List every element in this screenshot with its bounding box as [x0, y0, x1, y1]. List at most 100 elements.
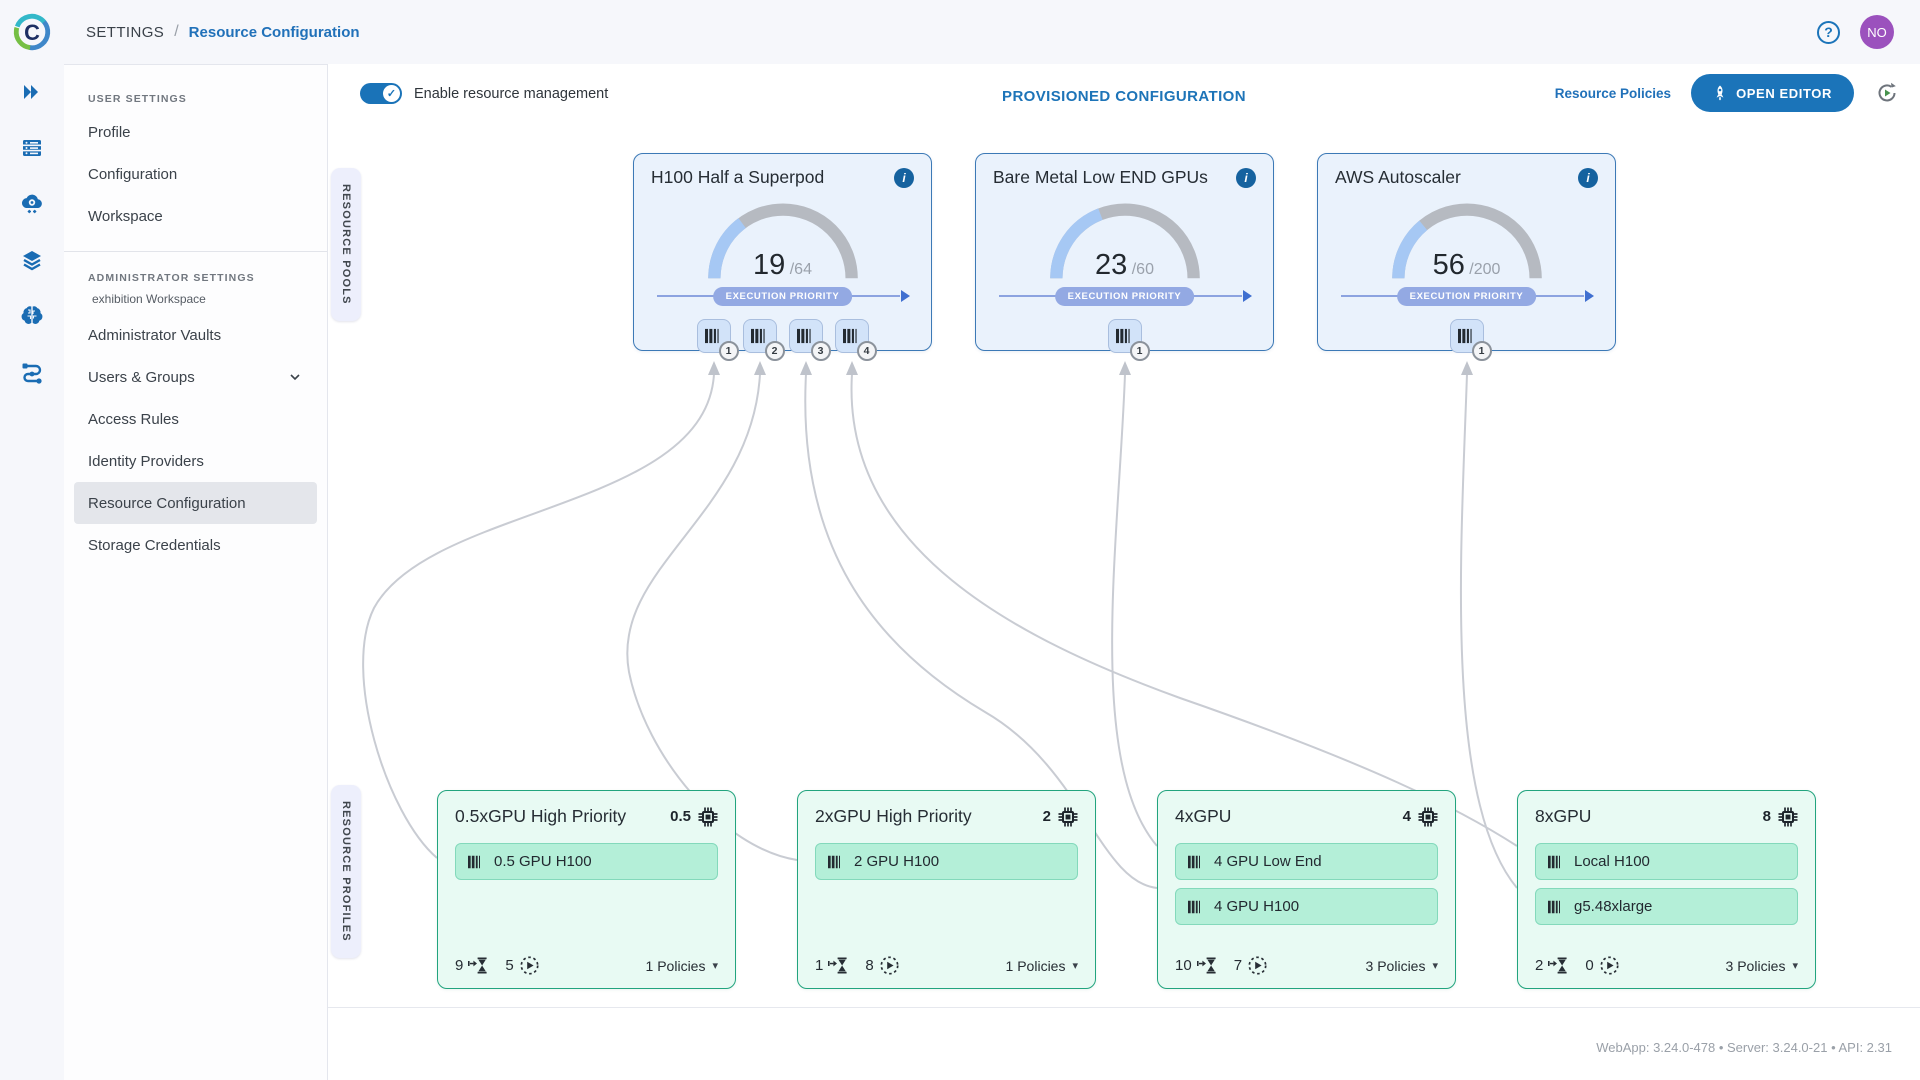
gpu-barcode-icon — [468, 855, 480, 868]
profile-setup-chip[interactable]: g5.48xlarge — [1535, 888, 1798, 925]
pending-count: 10 — [1175, 957, 1192, 974]
rail-item-projects[interactable] — [0, 64, 64, 120]
rail-item-pipelines[interactable] — [0, 344, 64, 400]
execution-priority-axis: EXECUTION PRIORITY — [993, 287, 1256, 306]
pool-queue-chip[interactable]: 4 — [834, 319, 877, 361]
gpu-barcode-icon — [828, 855, 840, 868]
caret-down-icon: ▾ — [712, 960, 718, 972]
auto-refresh-icon[interactable] — [1874, 80, 1900, 106]
help-icon[interactable]: ? — [1817, 20, 1840, 44]
cloud-autoscaler-icon — [21, 194, 42, 214]
sidebar-item-administrator-vaults[interactable]: Administrator Vaults — [74, 314, 317, 356]
pool-queue-chip[interactable]: 1 — [1107, 319, 1150, 361]
double-chevron-icon — [24, 85, 38, 99]
resource-policies-link[interactable]: Resource Policies — [1554, 85, 1672, 101]
pending-jobs-icon — [468, 957, 487, 974]
info-icon[interactable]: i — [1236, 167, 1256, 188]
pool-queue-row: 1 — [1335, 319, 1598, 361]
rocket-icon — [1716, 85, 1724, 101]
pool-queue-chip[interactable]: 2 — [742, 319, 785, 361]
gpu-barcode-icon — [1548, 855, 1560, 868]
pending-count: 9 — [455, 957, 464, 974]
pool-queue-chip[interactable]: 1 — [696, 319, 739, 361]
running-jobs-stat: 8 — [865, 955, 899, 976]
info-icon[interactable]: i — [1578, 167, 1598, 188]
running-jobs-icon — [1248, 956, 1267, 975]
top-bar: C SETTINGS / Resource Configuration ? NO — [0, 0, 1920, 64]
priority-arrow-icon — [901, 290, 910, 302]
gpu-chip-icon — [1058, 807, 1078, 826]
sidebar-item-workspace[interactable]: Workspace — [88, 207, 163, 225]
pool-usage-gauge: 19 /64 — [693, 192, 873, 281]
pool-queue-chip[interactable]: 1 — [1449, 319, 1492, 361]
sidebar-item-resource-configuration[interactable]: Resource Configuration — [74, 482, 317, 524]
stage-separator — [328, 1007, 1920, 1008]
profile-gpu-count-value: 2 — [1042, 808, 1051, 825]
policies-dropdown[interactable]: 3 Policies▾ — [1366, 958, 1438, 974]
policies-dropdown[interactable]: 3 Policies▾ — [1726, 958, 1798, 974]
profile-setup-list: Local H100 g5.48xlarge — [1535, 843, 1798, 925]
svg-text:C: C — [24, 20, 40, 45]
enable-resource-management-toggle[interactable]: ✓ — [360, 83, 402, 104]
sidebar-item-storage-credentials[interactable]: Storage Credentials — [74, 524, 317, 566]
sidebar-item-label: Access Rules — [88, 410, 179, 428]
breadcrumb-settings[interactable]: SETTINGS — [86, 23, 165, 41]
rail-item-datasets[interactable] — [0, 232, 64, 288]
pending-count: 1 — [815, 957, 824, 974]
clearml-logo[interactable]: C — [0, 11, 64, 53]
profile-stats-row: 9 5 1 Policies▾ — [455, 955, 718, 976]
execution-priority-axis: EXECUTION PRIORITY — [1335, 287, 1598, 306]
policies-dropdown[interactable]: 1 Policies▾ — [1006, 958, 1078, 974]
rail-item-workers[interactable] — [0, 120, 64, 176]
profile-setup-chip[interactable]: Local H100 — [1535, 843, 1798, 880]
sidebar-item-profile[interactable]: Profile — [88, 123, 131, 141]
running-jobs-stat: 7 — [1234, 955, 1268, 976]
pool-queue-row: 1 2 3 4 — [651, 319, 914, 361]
layers-icon — [23, 251, 41, 271]
caret-down-icon: ▾ — [1072, 960, 1078, 972]
profile-gpu-count: 4 — [1403, 807, 1438, 827]
sidebar-item-label: Users & Groups — [88, 368, 195, 386]
queue-priority-badge: 3 — [810, 341, 831, 361]
rail-item-models[interactable] — [0, 288, 64, 344]
sidebar-item-access-rules[interactable]: Access Rules — [74, 398, 317, 440]
sidebar-item-identity-providers[interactable]: Identity Providers — [74, 440, 317, 482]
running-count: 8 — [865, 957, 874, 974]
breadcrumb: SETTINGS / Resource Configuration — [86, 23, 360, 41]
user-settings-label: USER SETTINGS — [88, 93, 187, 105]
chevron-down-icon — [287, 369, 303, 385]
profile-setup-chip[interactable]: 0.5 GPU H100 — [455, 843, 718, 880]
policies-dropdown[interactable]: 1 Policies▾ — [646, 958, 718, 974]
profile-setup-chip[interactable]: 2 GPU H100 — [815, 843, 1078, 880]
header-actions: Resource Policies OPEN EDITOR — [1555, 74, 1900, 112]
profile-setup-list: 2 GPU H100 — [815, 843, 1078, 880]
running-count: 5 — [505, 957, 514, 974]
open-editor-button[interactable]: OPEN EDITOR — [1691, 74, 1854, 112]
pending-jobs-stat: 2 — [1535, 957, 1567, 974]
pending-jobs-stat: 1 — [815, 957, 847, 974]
rail-item-autoscalers[interactable] — [0, 176, 64, 232]
profile-setup-chip[interactable]: 4 GPU H100 — [1175, 888, 1438, 925]
profile-setup-chip[interactable]: 4 GPU Low End — [1175, 843, 1438, 880]
info-icon[interactable]: i — [894, 167, 914, 188]
gpu-barcode-icon — [797, 328, 811, 344]
sidebar-item-users-groups[interactable]: Users & Groups — [74, 356, 317, 398]
open-editor-label: OPEN EDITOR — [1736, 85, 1832, 101]
sidebar-item-label: Administrator Vaults — [88, 326, 222, 344]
version-info: WebApp: 3.24.0-478 • Server: 3.24.0-21 •… — [1596, 1040, 1892, 1055]
pool-queue-chip[interactable]: 3 — [788, 319, 831, 361]
sidebar-item-configuration[interactable]: Configuration — [88, 165, 178, 183]
avatar[interactable]: NO — [1860, 15, 1894, 49]
app-rail — [0, 64, 64, 1080]
